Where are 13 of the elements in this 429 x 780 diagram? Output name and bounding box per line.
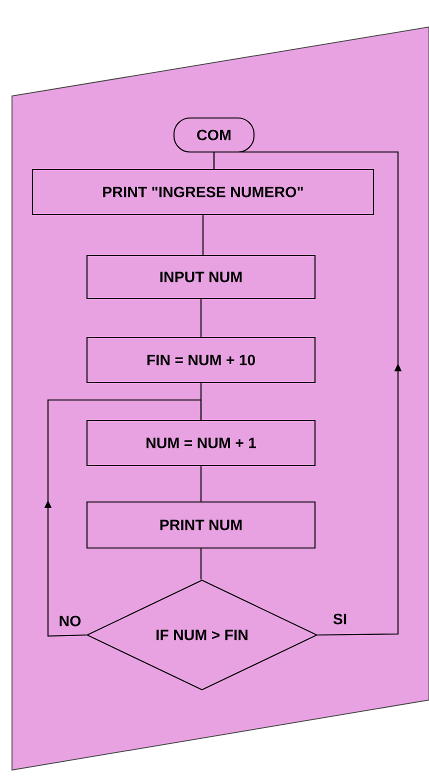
connector-line bbox=[200, 466, 202, 502]
process-box: PRINT NUM bbox=[86, 501, 316, 549]
process-box: PRINT "INGRESE NUMERO" bbox=[32, 168, 374, 216]
arrow bbox=[44, 399, 202, 637]
connector-line bbox=[200, 299, 202, 337]
process-box: NUM = NUM + 1 bbox=[86, 420, 316, 466]
connector-line bbox=[200, 548, 202, 580]
process-box: FIN = NUM + 10 bbox=[86, 336, 316, 384]
start-terminal: COM bbox=[173, 117, 255, 153]
process-box: INPUT NUM bbox=[86, 254, 316, 300]
connector-line bbox=[202, 215, 204, 255]
edge-label: NO bbox=[58, 614, 82, 628]
edge-label: SI bbox=[332, 612, 348, 626]
